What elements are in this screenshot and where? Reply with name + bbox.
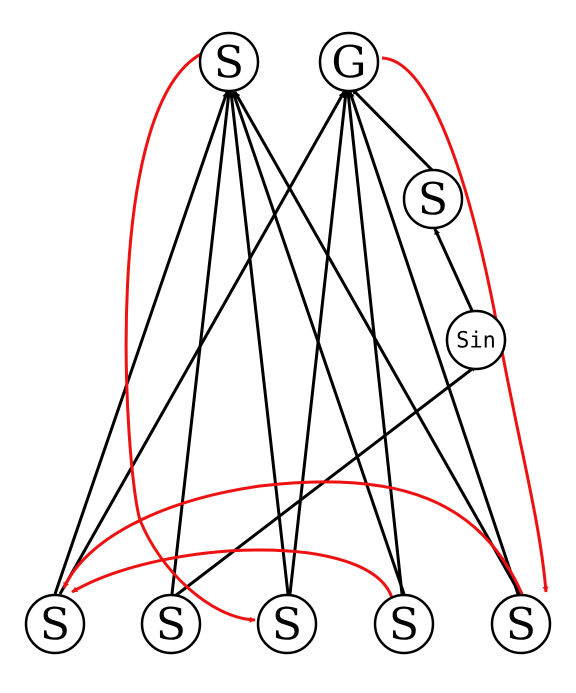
node-b5-label: S [506,600,536,651]
node-top-s-label: S [214,38,244,89]
node-top-g-circle [318,31,380,93]
node-b5-circle [490,593,552,655]
node-b1-circle [24,593,86,655]
node-sin-label: Sin [456,329,496,354]
node-b4: S [373,593,435,655]
node-b1: S [24,593,86,655]
node-top-g-label: G [331,38,366,89]
node-sin: Sin [445,309,507,371]
edge-b3-to-top-g [288,91,349,595]
node-b2-label: S [156,600,186,651]
edge-b3-to-top-s [228,91,290,595]
edge-mid-s-to-top-g [350,87,434,172]
node-top-s-circle [198,31,260,93]
black-edges [53,87,522,598]
node-mid-s-label: S [418,175,448,226]
node-b2: S [140,593,202,655]
edge-red-b4-to-b1 [71,548,394,599]
node-b3-label: S [272,600,302,651]
node-b2-circle [140,593,202,655]
node-top-g: G [318,31,380,93]
node-sin-circle [445,309,507,371]
node-b4-circle [373,593,435,655]
edge-sin-to-mid-s [433,228,476,316]
edge-b4-to-top-g [345,91,404,595]
edge-b1-to-top-g [58,91,346,595]
edge-red-top-s-to-b3 [124,50,256,623]
edge-b5-to-top-s [233,91,522,595]
edge-red-b5-to-b1 [62,480,524,595]
node-b3-circle [256,593,318,655]
node-b3: S [256,593,318,655]
edge-b1-to-top-s [53,91,229,595]
node-top-s: S [198,31,260,93]
node-b5: S [490,593,552,655]
node-b1-label: S [40,600,70,651]
edge-b5-to-top-g [348,91,520,595]
node-b4-label: S [389,600,419,651]
node-mid-s: S [402,168,464,230]
node-mid-s-circle [402,168,464,230]
